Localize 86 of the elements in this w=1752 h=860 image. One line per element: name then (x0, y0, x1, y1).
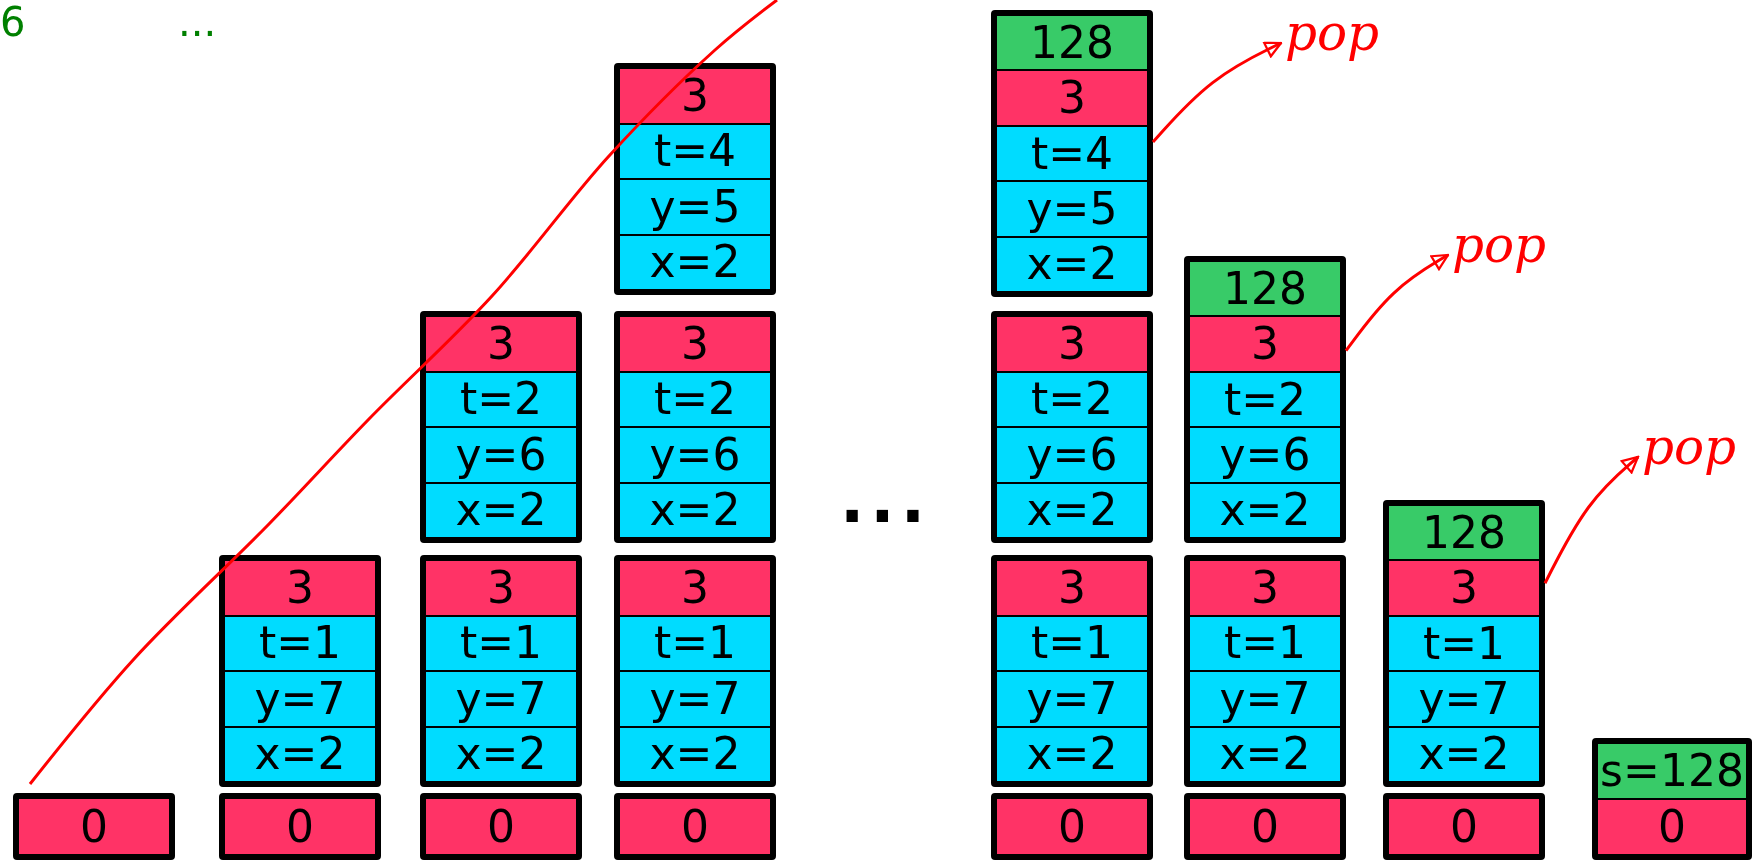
stack-cell: 3 (620, 69, 770, 123)
stack-cell: t=2 (426, 370, 576, 426)
ellipsis: ... (840, 468, 931, 532)
stack-frame (614, 63, 776, 295)
stack-frame (219, 555, 381, 787)
stack-cell: 0 (620, 799, 770, 854)
stack-cell: x=2 (426, 725, 576, 781)
stack-frame (1383, 793, 1545, 860)
stack-cell: y=7 (225, 670, 375, 726)
stack-frame (614, 311, 776, 543)
arrow (1151, 41, 1283, 144)
stack-cell: 0 (1598, 798, 1746, 854)
stack-frame (13, 793, 175, 860)
stack-cell: 0 (1190, 799, 1340, 854)
stack-cell: 128 (1190, 262, 1340, 316)
stack-cell: s=128 (1598, 744, 1746, 798)
stack-cell: x=2 (997, 235, 1147, 292)
stack-cell: x=2 (620, 725, 770, 781)
stack-cell: y=6 (620, 426, 770, 482)
stack-cell: x=2 (620, 233, 770, 289)
stack-cell: t=4 (997, 124, 1147, 181)
stack-frame (420, 311, 582, 543)
stack-cell: 128 (997, 16, 1147, 70)
stack-cell: y=7 (426, 670, 576, 726)
stack-cell: x=2 (1190, 481, 1340, 538)
stack-cell: t=2 (620, 370, 770, 426)
stack-cell: 3 (1190, 315, 1340, 371)
stack-cell: t=4 (620, 122, 770, 178)
stack-frame (614, 555, 776, 787)
stack-frame (1184, 256, 1346, 543)
label-number: 6 (0, 2, 26, 42)
stack-frame (1184, 793, 1346, 860)
stack-cell: y=7 (997, 670, 1147, 726)
stack-cell: x=2 (1190, 725, 1340, 781)
stack-cell: y=5 (620, 178, 770, 234)
stack-cell: 3 (620, 561, 770, 615)
stack-cell: t=1 (620, 614, 770, 670)
stack-cell: x=2 (997, 481, 1147, 537)
stack-cell: 3 (997, 69, 1147, 125)
arrow (1344, 253, 1450, 352)
stack-cell: y=6 (1190, 426, 1340, 482)
stack-cell: 3 (620, 317, 770, 371)
stack-cell: y=6 (997, 426, 1147, 482)
stack-cell: t=1 (225, 614, 375, 670)
stack-cell: 3 (426, 561, 576, 615)
stack-frame (1592, 738, 1752, 860)
stack-cell: x=2 (426, 481, 576, 537)
arrow (1543, 455, 1640, 584)
stack-cell: t=2 (1190, 370, 1340, 427)
stack-cell: y=5 (997, 180, 1147, 236)
stack-frame (991, 555, 1153, 787)
stack-cell: t=1 (426, 614, 576, 670)
stack-cell: y=7 (620, 670, 770, 726)
stack-cell: 0 (426, 799, 576, 854)
stack-cell: 3 (225, 561, 375, 615)
stack-frame (614, 793, 776, 860)
stack-cell: t=1 (1389, 614, 1539, 671)
stack-cell: 3 (1190, 561, 1340, 615)
stack-frame (991, 311, 1153, 543)
stack-cell: x=2 (997, 725, 1147, 781)
stack-cell: x=2 (1389, 725, 1539, 782)
stack-cell: 0 (225, 799, 375, 854)
stack-cell: 3 (997, 317, 1147, 371)
stack-frame (219, 793, 381, 860)
stack-frame (1184, 555, 1346, 787)
stack-cell: 3 (1389, 559, 1539, 615)
stack-cell: x=2 (620, 481, 770, 537)
stack-cell: 128 (1389, 506, 1539, 560)
stack-frame (420, 555, 582, 787)
stack-cell: 0 (19, 799, 169, 854)
stack-cell: 3 (997, 561, 1147, 615)
stack-cell: t=1 (997, 614, 1147, 670)
stack-cell: 3 (426, 317, 576, 371)
stack-cell: t=2 (997, 370, 1147, 426)
stack-cell: y=6 (426, 426, 576, 482)
stack-frame (991, 10, 1153, 297)
stack-cell: y=7 (1190, 670, 1340, 726)
stack-cell: 0 (997, 799, 1147, 854)
stack-frame (420, 793, 582, 860)
stack-frame (1383, 500, 1545, 787)
stack-frame (991, 793, 1153, 860)
stack-cell: t=1 (1190, 614, 1340, 670)
ellipsis: ... (178, 2, 217, 42)
stack-cell: x=2 (225, 725, 375, 781)
stack-cell: 0 (1389, 799, 1539, 854)
stack-cell: y=7 (1389, 670, 1539, 726)
